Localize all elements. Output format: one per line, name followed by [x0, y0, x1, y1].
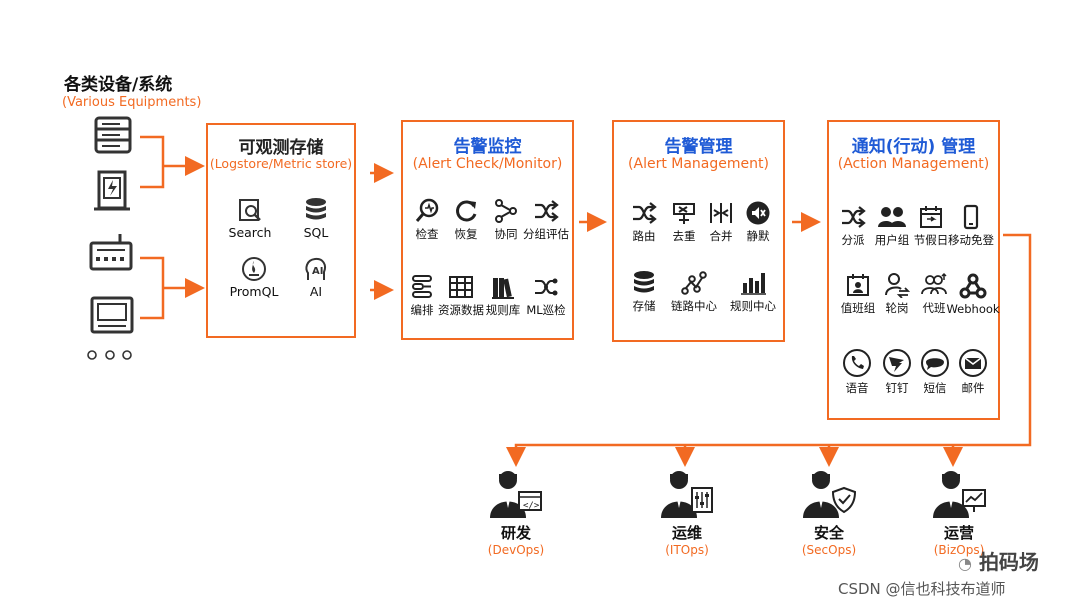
- action-title: 通知(行动) 管理: [851, 137, 976, 157]
- action-item-sms: 短信: [905, 348, 965, 396]
- monitor-item-check: 检查: [397, 198, 457, 242]
- substitute-icon: [921, 272, 947, 295]
- monitor-item-orchestrate: 编排: [392, 274, 452, 318]
- shuffle-icon: [535, 200, 559, 222]
- devices-subtitle: (Various Equipments): [62, 95, 202, 110]
- storage-box: 可观测存储 (Logstore/Metric store) Search SQL…: [206, 123, 356, 338]
- action-item-mail: 邮件: [943, 348, 1003, 396]
- server-icon: [94, 116, 132, 154]
- table-icon: [449, 276, 473, 298]
- action-item-substitute: 代班: [904, 272, 964, 316]
- mgmt-item-merge: 合并: [691, 200, 751, 244]
- monitor-item-group-eval: 分组评估: [516, 198, 576, 242]
- action-item-webhook: Webhook: [943, 272, 1003, 316]
- monitor-title: 告警监控: [453, 137, 522, 157]
- search-doc-icon: [239, 199, 261, 221]
- dingtalk-icon: [883, 349, 911, 377]
- devices-icons: [87, 116, 134, 360]
- developer-icon: </>: [490, 471, 542, 518]
- bar-chart-icon: [741, 273, 766, 295]
- security-icon: [803, 471, 857, 518]
- monitor-item-resource: 资源数据: [431, 274, 491, 318]
- phone-icon: [963, 204, 979, 230]
- orchestrate-icon: [412, 275, 432, 298]
- storage-item-ai: AI AI: [286, 256, 346, 299]
- database-icon: [306, 198, 326, 220]
- action-item-usergroup: 用户组: [862, 204, 922, 248]
- storage-title: 可观测存储: [238, 138, 324, 158]
- monitor-item-recover: 恢复: [436, 198, 496, 242]
- more-dots-icon: [87, 350, 132, 360]
- mgmt-item-route: 路由: [614, 200, 674, 244]
- watermark-brand: ◔ 拍码场: [958, 550, 1039, 574]
- monitor-item-rulebase: 规则库: [473, 274, 533, 318]
- svg-text:</>: </>: [523, 501, 540, 511]
- books-icon: [492, 278, 514, 299]
- management-subtitle: (Alert Management): [628, 156, 769, 172]
- terminal-icon: [90, 296, 134, 334]
- storage-item-sql: SQL: [286, 197, 346, 240]
- storage-item-search: Search: [220, 197, 280, 240]
- devices-title: 各类设备/系统: [64, 75, 173, 95]
- ops-icon: [661, 471, 713, 518]
- wechat-icon: ◔: [958, 554, 972, 573]
- shuffle-icon: [633, 202, 657, 224]
- router-icon: [89, 234, 133, 271]
- ai-head-icon: AI: [305, 257, 326, 280]
- role-itops: 运维 (ITOps): [642, 468, 732, 557]
- sms-icon: [921, 349, 949, 377]
- dedup-icon: [673, 203, 695, 224]
- watermark-credit: CSDN @信也科技布道师: [838, 580, 1006, 598]
- action-item-dispatch: 分派: [823, 204, 883, 248]
- merge-icon: [710, 203, 732, 223]
- monitor-box: 告警监控 (Alert Check/Monitor) 检查 恢复 协同 分组评估…: [401, 120, 574, 340]
- role-bizops: 运营 (BizOps): [914, 468, 1004, 557]
- storage-subtitle: (Logstore/Metric store): [209, 156, 353, 171]
- monitor-item-collab: 协同: [476, 198, 536, 242]
- mgmt-item-mute: 静默: [728, 200, 788, 244]
- action-item-rotation: 轮岗: [867, 272, 927, 316]
- webhook-icon: [959, 273, 987, 299]
- promql-icon: [242, 257, 266, 281]
- mgmt-item-rule-center: 规则中心: [723, 270, 783, 314]
- role-devops: </> 研发 (DevOps): [471, 468, 561, 557]
- action-item-mobile: 移动免登: [941, 204, 1001, 248]
- management-title: 告警管理: [664, 137, 733, 157]
- mail-icon: [959, 349, 987, 377]
- magnifier-icon: [415, 198, 439, 222]
- shuffle-icon: [842, 206, 866, 228]
- action-item-voice: 语音: [827, 348, 887, 396]
- power-cabinet-icon: [94, 170, 130, 211]
- database-icon: [634, 271, 654, 293]
- role-secops: 安全 (SecOps): [784, 468, 874, 557]
- action-item-holiday: 节假日: [901, 204, 961, 248]
- action-item-duty: 值班组: [828, 272, 888, 316]
- action-item-dingtalk: 钉钉: [867, 348, 927, 396]
- link-icon: [681, 271, 707, 295]
- monitor-subtitle: (Alert Check/Monitor): [412, 156, 563, 172]
- mgmt-item-storage: 存储: [614, 270, 674, 314]
- action-box: 通知(行动) 管理 (Action Management) 分派 用户组 节假日…: [827, 120, 1000, 420]
- users-icon: [878, 207, 906, 227]
- refresh-icon: [456, 200, 477, 222]
- svg-text:AI: AI: [312, 266, 323, 277]
- action-subtitle: (Action Management): [837, 156, 990, 172]
- rotate-user-icon: [885, 273, 910, 298]
- mute-icon: [746, 201, 770, 225]
- mgmt-item-link-center: 链路中心: [664, 270, 724, 314]
- storage-item-promql: PromQL: [224, 256, 284, 299]
- management-box: 告警管理 (Alert Management) 路由 去重 合并 静默 存储 链…: [612, 120, 785, 342]
- ml-icon: [535, 278, 558, 296]
- share-icon: [495, 199, 517, 223]
- duty-icon: [847, 274, 869, 296]
- voice-icon: [843, 349, 871, 377]
- mgmt-item-dedup: 去重: [654, 200, 714, 244]
- operations-icon: [933, 471, 986, 518]
- calendar-icon: [920, 206, 942, 228]
- monitor-item-ml: ML巡检: [516, 274, 576, 318]
